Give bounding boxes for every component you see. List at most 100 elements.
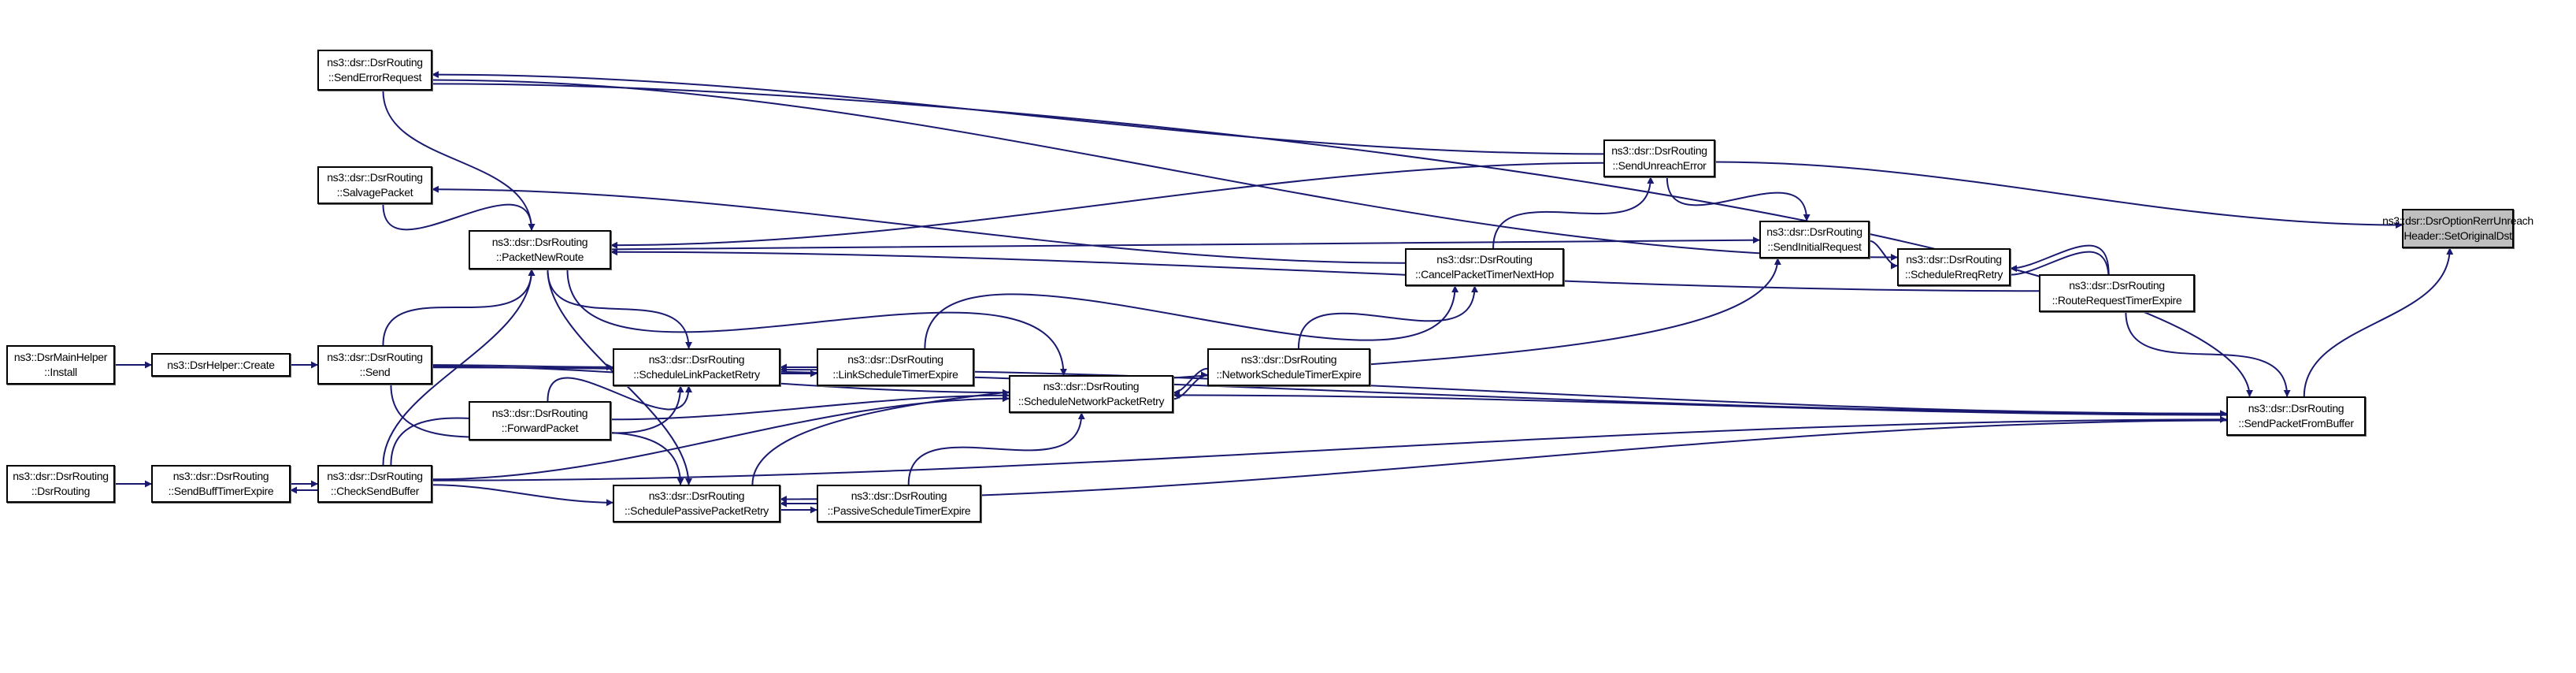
node-label-line: ::ScheduleRreqRetry [1904, 268, 2003, 281]
node-label-line: ::ForwardPacket [501, 422, 579, 434]
node-label-line: ns3::DsrMainHelper [13, 351, 108, 363]
node-install[interactable]: ns3::DsrMainHelper::Install [6, 345, 115, 385]
node-label-line: ns3::dsr::DsrRouting [2248, 402, 2344, 415]
node-sendUnreachError[interactable]: ns3::dsr::DsrRouting::SendUnreachError [1603, 139, 1715, 177]
node-label-line: ::SalvagePacket [336, 186, 413, 199]
edge-routeRequestTimerExpire-to-scheduleRreqRetry [2010, 244, 2110, 275]
node-label-line: ns3::dsr::DsrRouting [327, 171, 423, 184]
node-sendErrorRequest[interactable]: ns3::dsr::DsrRouting::SendErrorRequest [317, 50, 432, 91]
node-schedulePassivePacketRetry[interactable]: ns3::dsr::DsrRouting::SchedulePassivePac… [613, 485, 780, 522]
node-label-line: Header::SetOriginalDst [2404, 229, 2512, 242]
edge-routeRequestTimerExpire-to-sendPacketFromBuffer [2125, 311, 2291, 397]
node-label-line: ::PacketNewRoute [495, 251, 584, 263]
edge-sendErrorRequest-to-sendPacketFromBuffer [432, 83, 2253, 397]
node-label-line: ns3::dsr::DsrRouting [648, 353, 745, 366]
node-label-line: ::SendBuffTimerExpire [168, 485, 274, 497]
node-dsrRouting[interactable]: ns3::dsr::DsrRouting::DsrRouting [6, 465, 115, 503]
node-label-line: ns3::dsr::DsrRouting [648, 489, 745, 502]
node-label-line: ::SendPacketFromBuffer [2238, 417, 2354, 429]
node-scheduleRreqRetry[interactable]: ns3::dsr::DsrRouting::ScheduleRreqRetry [1897, 248, 2011, 286]
node-scheduleNetworkPacketRetry[interactable]: ns3::dsr::DsrRouting::ScheduleNetworkPac… [1009, 375, 1173, 413]
node-label-line: ns3::dsr::DsrRouting [1766, 225, 1863, 238]
edge-sendPacketFromBuffer-to-schedulePassivePacketRetry [780, 419, 2227, 503]
node-label-line: ns3::dsr::DsrRouting [327, 351, 423, 363]
node-label-line: ns3::DsrHelper::Create [167, 358, 275, 371]
edge-sendUnreachError-to-packetNewRoute [610, 162, 1604, 249]
node-send[interactable]: ns3::dsr::DsrRouting::Send [317, 345, 432, 385]
edge-networkScheduleTimerExpire-to-scheduleNetworkPacketRetry [1173, 367, 1208, 396]
edge-packetNewRoute-to-sendInitialRequest [610, 236, 1760, 251]
node-label-line: ns3::dsr::DsrRouting [327, 470, 423, 482]
node-label-line: ::Send [359, 366, 391, 378]
edge-sendUnreachError-to-setOriginalDst [1714, 161, 2403, 229]
edge-forwardPacket-to-scheduleLinkPacketRetry [547, 377, 693, 411]
edge-send-to-packetNewRoute [382, 269, 536, 346]
node-label-line: ::SchedulePassivePacketRetry [624, 504, 769, 517]
node-packetNewRoute[interactable]: ns3::dsr::DsrRouting::PacketNewRoute [469, 230, 611, 270]
node-label-line: ns3::dsr::DsrRouting [13, 470, 109, 482]
node-routeRequestTimerExpire[interactable]: ns3::dsr::DsrRouting::RouteRequestTimerE… [2039, 274, 2195, 312]
node-label-line: ns3::dsr::DsrRouting [172, 470, 269, 482]
node-label-line: ::ScheduleLinkPacketRetry [633, 368, 760, 381]
node-label-line: ::SendUnreachError [1612, 159, 1707, 172]
edge-cancelPacketTimerNextHop-to-sendUnreachError [1492, 177, 1655, 249]
node-label-line: ::DsrRouting [31, 485, 91, 497]
node-label-line: ns3::dsr::DsrRouting [491, 236, 588, 248]
node-label-line: ns3::dsr::DsrRouting [327, 56, 423, 69]
edge-checkSendBuffer-to-sendPacketFromBuffer [432, 415, 2227, 482]
node-forwardPacket[interactable]: ns3::dsr::DsrRouting::ForwardPacket [469, 401, 611, 441]
edge-sendErrorRequest-to-packetNewRoute [382, 90, 536, 231]
node-create[interactable]: ns3::DsrHelper::Create [151, 353, 291, 377]
edge-sendPacketFromBuffer-to-scheduleLinkPacketRetry [780, 366, 2227, 415]
edge-networkScheduleTimerExpire-to-cancelPacketTimerNextHop [1297, 285, 1479, 349]
node-cancelPacketTimerNextHop[interactable]: ns3::dsr::DsrRouting::CancelPacketTimerN… [1405, 248, 1564, 286]
node-label-line: ::CheckSendBuffer [330, 485, 420, 497]
node-label-line: ns3::dsr::DsrRouting [1436, 253, 1533, 266]
node-label-line: ns3::dsr::DsrRouting [1906, 253, 2002, 266]
node-sendBuffTimerExpire[interactable]: ns3::dsr::DsrRouting::SendBuffTimerExpir… [151, 465, 291, 503]
node-networkScheduleTimerExpire[interactable]: ns3::dsr::DsrRouting::NetworkScheduleTim… [1207, 348, 1370, 386]
node-label-line: ns3::dsr::DsrRouting [851, 489, 947, 502]
node-passiveScheduleTimerExpire[interactable]: ns3::dsr::DsrRouting::PassiveScheduleTim… [817, 485, 981, 522]
edge-sendInitialRequest-to-scheduleRreqRetry [1869, 240, 1898, 270]
node-label-line: ::RouteRequestTimerExpire [2052, 294, 2182, 307]
node-label-line: ::NetworkScheduleTimerExpire [1216, 368, 1362, 381]
node-salvagePacket[interactable]: ns3::dsr::DsrRouting::SalvagePacket [317, 166, 432, 204]
node-label-line: ns3::dsr::DsrRouting [1043, 380, 1140, 392]
node-checkSendBuffer[interactable]: ns3::dsr::DsrRouting::CheckSendBuffer [317, 465, 432, 503]
edge-sendErrorRequest-to-scheduleRreqRetry [432, 79, 1898, 261]
node-label-line: ::SendErrorRequest [328, 71, 422, 84]
node-label-line: ::ScheduleNetworkPacketRetry [1017, 395, 1165, 407]
edge-checkSendBuffer-to-scheduleNetworkPacketRetry [432, 395, 1010, 481]
edge-packetNewRoute-to-scheduleNetworkPacketRetry [566, 269, 1067, 376]
edge-routeRequestTimerExpire-to-packetNewRoute [610, 248, 2040, 292]
node-label-line: ::PassiveScheduleTimerExpire [827, 504, 971, 517]
node-label-line: ns3::dsr::DsrRouting [491, 407, 588, 419]
node-label-line: ns3::dsr::DsrRouting [1240, 353, 1337, 366]
node-label-line: ns3::dsr::DsrOptionRerrUnreach [2382, 214, 2533, 227]
edge-sendUnreachError-to-sendErrorRequest [432, 71, 1604, 155]
node-scheduleLinkPacketRetry[interactable]: ns3::dsr::DsrRouting::ScheduleLinkPacket… [613, 348, 780, 386]
node-label-line: ::CancelPacketTimerNextHop [1414, 268, 1555, 281]
node-label-line: ns3::dsr::DsrRouting [1611, 144, 1707, 157]
node-label-line: ns3::dsr::DsrRouting [847, 353, 943, 366]
edge-packetNewRoute-to-scheduleLinkPacketRetry [547, 269, 693, 349]
node-label-line: ::SendInitialRequest [1767, 240, 1862, 253]
edge-sendPacketFromBuffer-to-setOriginalDst [2303, 247, 2454, 397]
edge-sendUnreachError-to-sendInitialRequest [1666, 177, 1811, 221]
edge-linkScheduleTimerExpire-to-cancelPacketTimerNextHop [924, 285, 1459, 349]
node-sendPacketFromBuffer[interactable]: ns3::dsr::DsrRouting::SendPacketFromBuff… [2226, 396, 2366, 436]
node-label-line: ns3::dsr::DsrRouting [2069, 279, 2165, 292]
node-label-line: ::LinkScheduleTimerExpire [832, 368, 958, 381]
edge-sendPacketFromBuffer-to-scheduleNetworkPacketRetry [1173, 391, 2227, 416]
node-sendInitialRequest[interactable]: ns3::dsr::DsrRouting::SendInitialRequest [1759, 221, 1870, 258]
edge-scheduleRreqRetry-to-routeRequestTimerExpire [2010, 251, 2113, 281]
edge-send-to-scheduleLinkPacketRetry [432, 363, 613, 371]
edge-passiveScheduleTimerExpire-to-scheduleNetworkPacketRetry [907, 412, 1085, 485]
edge-checkSendBuffer-to-schedulePassivePacketRetry [432, 484, 613, 507]
edge-salvagePacket-to-packetNewRoute [382, 203, 536, 231]
node-linkScheduleTimerExpire[interactable]: ns3::dsr::DsrRouting::LinkScheduleTimerE… [817, 348, 974, 386]
